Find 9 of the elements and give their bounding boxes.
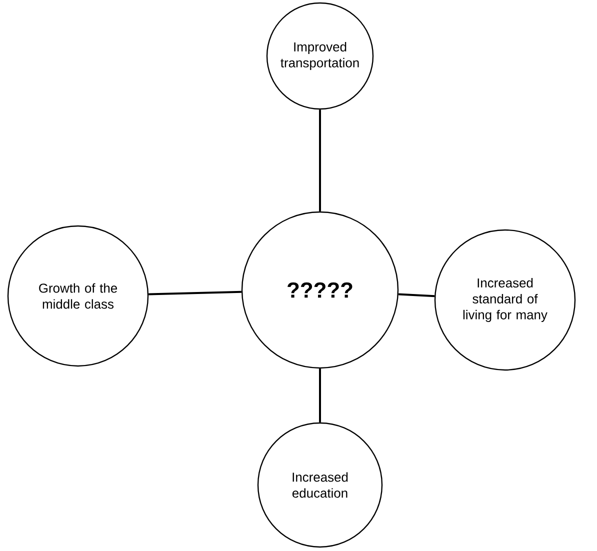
circle-node: ????? — [241, 211, 399, 369]
connector-line — [148, 290, 242, 296]
connector-line — [319, 368, 321, 422]
connector-line — [319, 110, 321, 212]
connector-line — [398, 293, 435, 298]
circle-node: Increased education — [257, 422, 383, 548]
circle-node: Growth of the middle class — [7, 225, 149, 367]
circle-node: Increased standard of living for many — [434, 229, 576, 371]
circle-node: Improved transportation — [266, 2, 374, 110]
